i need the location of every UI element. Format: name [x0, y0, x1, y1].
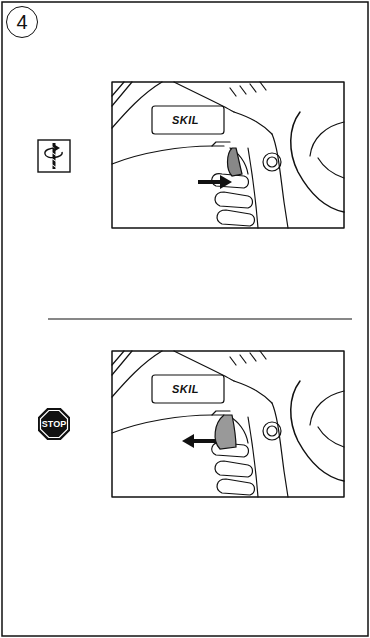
stop-text: STOP	[42, 419, 66, 429]
drill-illustration	[112, 82, 344, 228]
divider	[48, 318, 352, 319]
brand-logo: SKIL	[172, 114, 199, 126]
drill-illustration	[112, 351, 344, 497]
step-number-circle: 4	[6, 6, 38, 38]
rotation-icon	[38, 140, 70, 172]
brand-logo: SKIL	[172, 383, 199, 395]
stop-sign: STOP	[38, 408, 70, 440]
step-number: 4	[16, 11, 27, 34]
